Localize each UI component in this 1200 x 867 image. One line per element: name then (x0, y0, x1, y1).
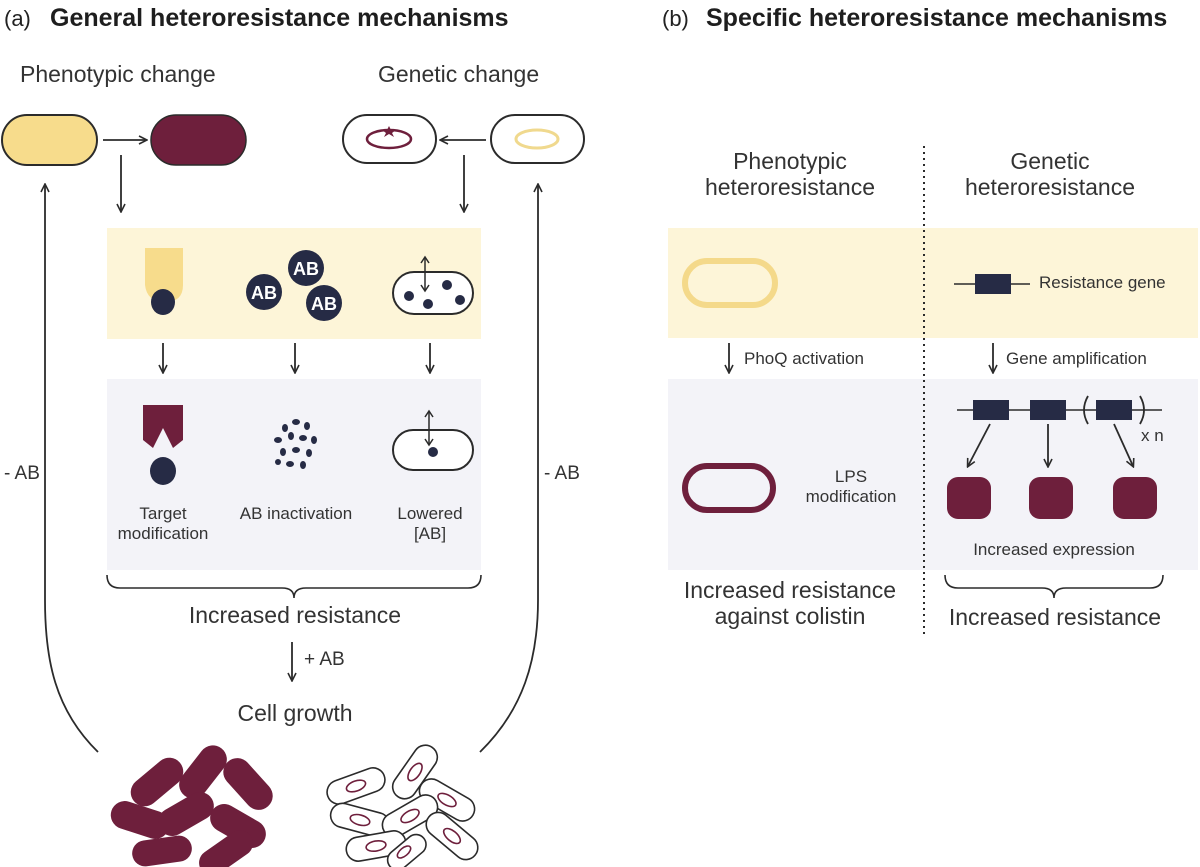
gene-amplification-label: Gene amplification (1006, 349, 1147, 368)
modified-target-icon (143, 405, 183, 448)
gene-copy-3 (1096, 400, 1132, 420)
bracket-left (1083, 395, 1089, 425)
target-modification-label: Target modification (117, 504, 209, 543)
resistance-gene-block (975, 274, 1011, 294)
protein-2 (1029, 477, 1073, 519)
resistance-gene-label: Resistance gene (1039, 273, 1166, 292)
plus-ab-label: + AB (304, 649, 345, 670)
phenotypic-change-label: Phenotypic change (20, 61, 216, 87)
mutated-cell (342, 114, 437, 164)
increased-resistance-colistin: Increased resistance against colistin (683, 577, 897, 630)
lowered-ab-label: Lowered [AB] (397, 504, 463, 543)
gene-copy-2 (1030, 400, 1066, 420)
panel-b-title: Specific heteroresistance mechanisms (706, 4, 1168, 32)
yellow-band-b (668, 228, 1198, 338)
return-arrow-right (479, 185, 538, 753)
blocked-antibiotic-icon (150, 457, 176, 485)
antibiotic-molecule-icon (151, 289, 175, 315)
plasmid-ring (514, 128, 560, 150)
phenotypic-heteroresistance-label: Phenotypic heteroresistance (704, 148, 876, 201)
ab-token-1: AB (251, 283, 277, 303)
inactivated-ab-fragments-icon (274, 419, 317, 469)
ab-cluster-icon (246, 250, 342, 321)
arrow-expr-1 (968, 423, 991, 466)
panel-b-letter: (b) (662, 6, 689, 31)
target-receptor-icon (145, 248, 183, 302)
mutation-star-icon (382, 126, 396, 137)
gene-copy-1 (973, 400, 1009, 420)
return-arrow-left (45, 185, 99, 753)
maroon-cell (150, 114, 247, 166)
minus-ab-left-label: - AB (4, 463, 40, 484)
protein-1 (947, 477, 991, 519)
lowered-ab-cell-icon (392, 409, 474, 471)
resistant-population (110, 745, 273, 867)
times-n-label: x n (1141, 426, 1164, 445)
bracket-right (1139, 395, 1145, 425)
genetic-heteroresistance-label: Genetic heteroresistance (964, 148, 1136, 201)
cell-growth-label: Cell growth (237, 700, 353, 726)
lps-cell-maroon (682, 463, 776, 513)
ab-token-2: AB (293, 259, 319, 279)
phoq-activation-label: PhoQ activation (744, 349, 865, 368)
brace-b (944, 574, 1164, 599)
efflux-cell-icon (392, 255, 474, 315)
plasmid-cell (490, 114, 585, 164)
genetic-population (326, 744, 479, 867)
increased-resistance-b: Increased resistance (948, 604, 1162, 630)
arrow-expr-3 (1113, 423, 1133, 466)
ab-inactivation-label: AB inactivation (239, 504, 353, 523)
increased-resistance-a: Increased resistance (188, 602, 402, 628)
panel-a-title: General heteroresistance mechanisms (50, 4, 509, 32)
phoq-cell-yellow (682, 258, 778, 308)
panel-a-letter: (a) (4, 6, 31, 31)
genetic-change-label: Genetic change (378, 61, 540, 87)
lps-modification-label: LPS modification (805, 467, 897, 506)
increased-expression-label: Increased expression (973, 540, 1135, 559)
protein-3 (1113, 477, 1157, 519)
brace-a (106, 574, 482, 599)
yellow-cell (1, 114, 98, 166)
ab-token-3: AB (311, 294, 337, 314)
minus-ab-right-label: - AB (544, 463, 580, 484)
